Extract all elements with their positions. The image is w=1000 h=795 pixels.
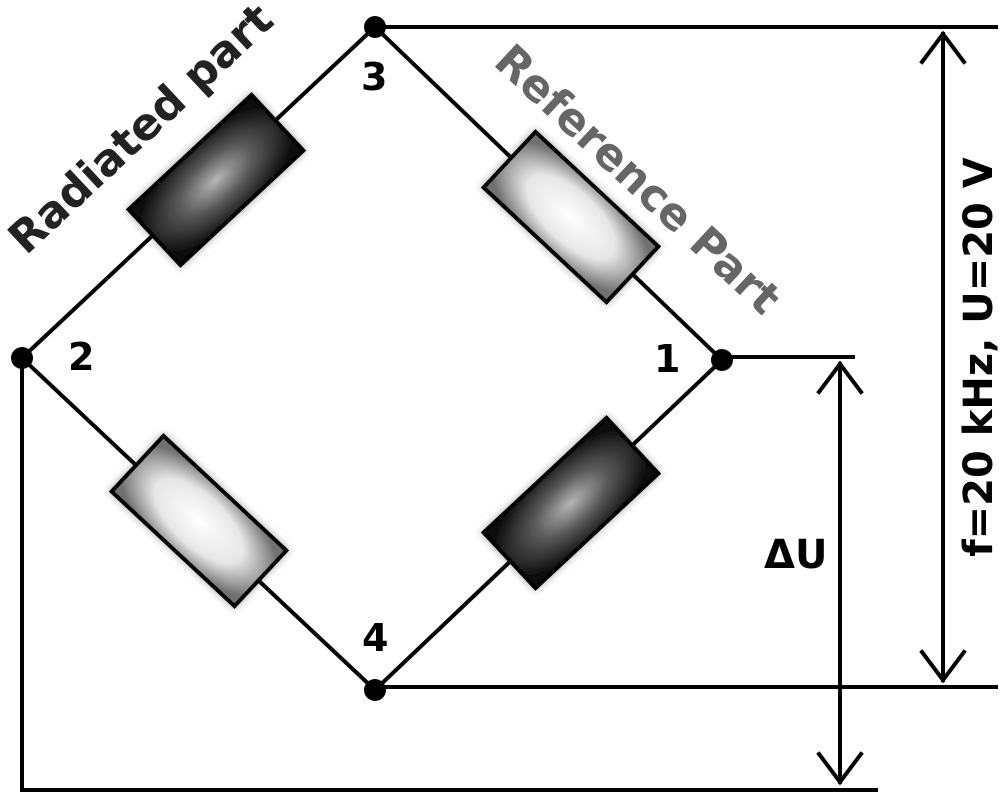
supply-arrow <box>919 30 967 684</box>
node-label-2: 2 <box>68 335 94 379</box>
node-dot-1 <box>711 349 733 371</box>
node-dot-2 <box>11 347 33 369</box>
node-dot-4 <box>364 679 386 701</box>
resistor-reference-3-1 <box>480 129 662 305</box>
node-label-4: 4 <box>362 616 388 660</box>
node-dot-3 <box>364 16 386 38</box>
resistor-radiated-4-1 <box>480 415 662 591</box>
delta-u-label: ΔU <box>764 532 827 578</box>
resistor-radiated-2-3 <box>125 92 307 268</box>
node-label-3: 3 <box>361 55 387 99</box>
delta-u-arrow <box>816 360 864 786</box>
node-label-1: 1 <box>654 337 680 381</box>
resistor-reference-2-4 <box>108 433 290 609</box>
supply-label: f=20 kHz, U=20 V <box>956 157 1000 557</box>
